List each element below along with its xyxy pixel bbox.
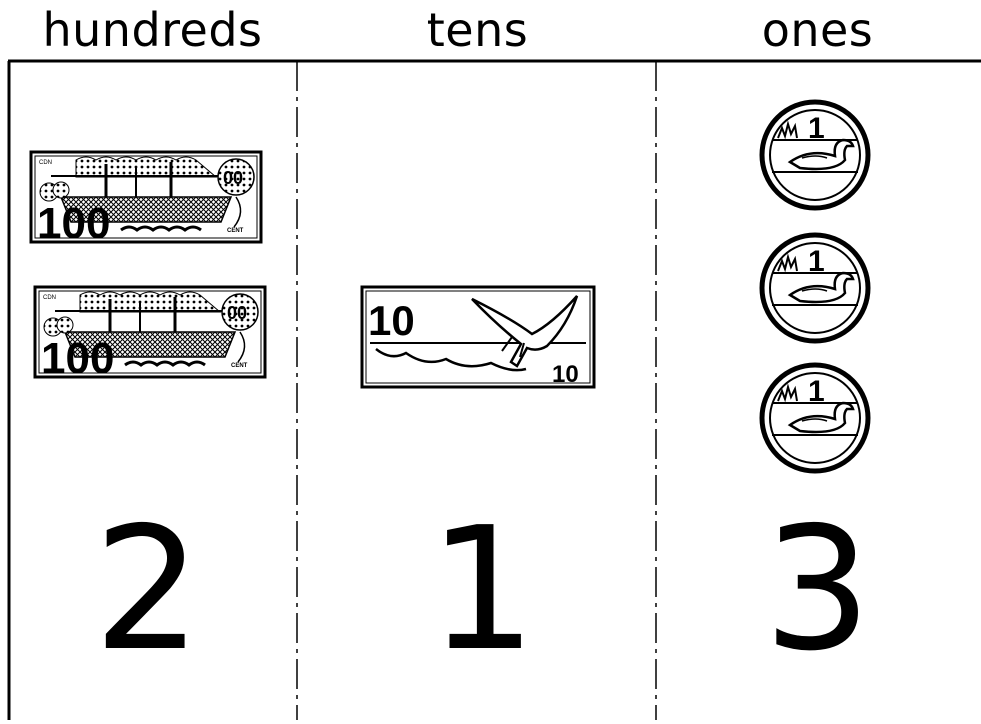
one-dollar-coin: 1 [762,102,868,208]
svg-text:1: 1 [808,375,825,408]
hundreds-digit: 2 [40,505,255,675]
tens-digit: 1 [375,505,590,675]
ones-header: ones [660,0,975,60]
one-dollar-coin: 1 [762,365,868,471]
one-dollar-coin: 1 [762,235,868,341]
tens-header: tens [300,0,655,60]
svg-text:10: 10 [552,361,579,388]
ones-digit: 3 [710,505,925,675]
svg-text:1: 1 [808,112,825,145]
svg-text:1: 1 [808,245,825,278]
hundred-dollar-bill: 100 [31,152,261,248]
hundreds-header: hundreds [10,0,295,60]
svg-text:10: 10 [368,297,415,344]
ten-dollar-bill: 10 10 [362,287,594,388]
svg-text:100: 100 [41,334,114,383]
hundred-dollar-bill: 100 [35,287,265,383]
svg-text:100: 100 [37,199,110,248]
